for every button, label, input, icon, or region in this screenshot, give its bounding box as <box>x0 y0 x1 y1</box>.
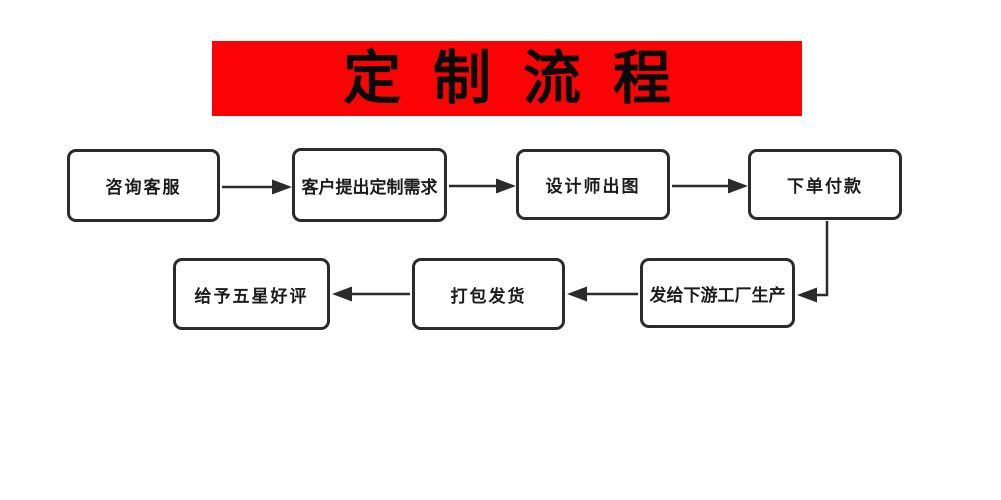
node-customer-request: 客户提出定制需求 <box>292 148 447 222</box>
arrow-step4-step5 <box>797 221 829 303</box>
node-factory-production: 发给下游工厂生产 <box>640 258 795 328</box>
node-order-payment: 下单付款 <box>748 149 902 220</box>
node-pack-ship: 打包发货 <box>412 258 565 330</box>
arrow-step5-step6 <box>567 286 638 302</box>
title-banner: 定制流程 <box>212 41 802 116</box>
page-title: 定制流程 <box>343 45 703 111</box>
arrow-step3-step4 <box>672 178 748 194</box>
node-consult-service: 咨询客服 <box>67 149 220 222</box>
arrow-step1-step2 <box>222 179 292 195</box>
arrow-step6-step7 <box>332 286 410 302</box>
arrow-step2-step3 <box>449 178 516 194</box>
node-designer-drawing: 设计师出图 <box>516 149 670 220</box>
node-five-star-review: 给予五星好评 <box>173 258 330 330</box>
